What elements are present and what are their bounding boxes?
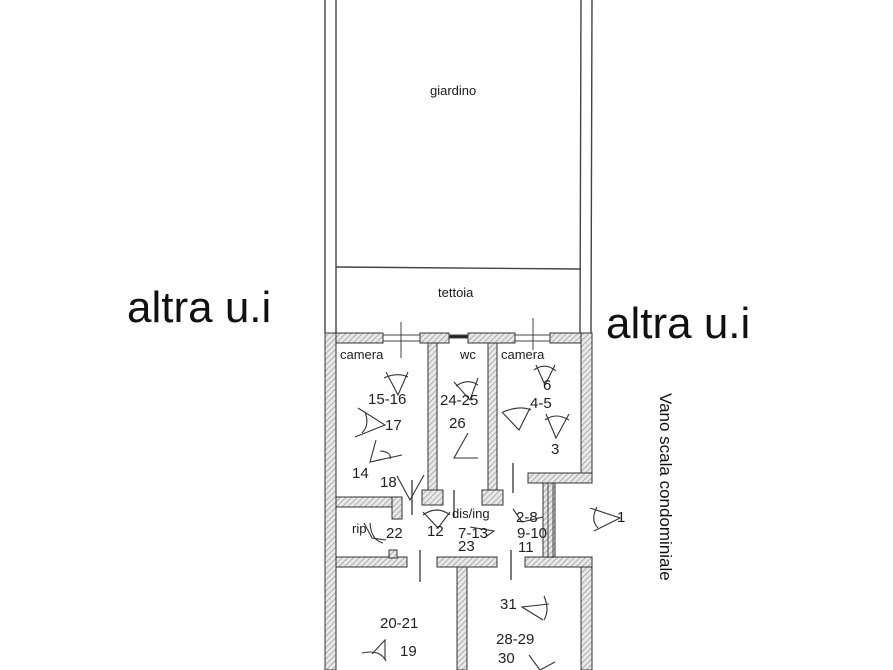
walls bbox=[324, 332, 593, 670]
photo-view-cones bbox=[354, 364, 622, 670]
room-label-giardino: giardino bbox=[430, 83, 477, 98]
photo-marker-11: 11 bbox=[518, 539, 534, 556]
photo-marker-30: 30 bbox=[498, 650, 515, 667]
photo-marker-7-13: 7-13 bbox=[458, 525, 489, 542]
room-label-dis-ing: dis/ing bbox=[452, 506, 490, 521]
photo-marker-4-5: 4-5 bbox=[530, 395, 552, 412]
room-label-wc: wc bbox=[460, 347, 476, 362]
photo-marker-17: 17 bbox=[385, 417, 402, 434]
photo-marker-24-25: 24-25 bbox=[440, 392, 479, 409]
photo-marker-3: 3 bbox=[551, 441, 560, 458]
left-neighbor-label: altra u.i bbox=[127, 283, 272, 332]
room-label-rip: rip bbox=[352, 521, 367, 536]
photo-marker-6: 6 bbox=[543, 377, 552, 394]
room-label-camera-right: camera bbox=[501, 347, 545, 362]
photo-marker-14: 14 bbox=[352, 465, 369, 482]
garden-outline bbox=[324, 0, 593, 334]
photo-marker-15-16: 15-16 bbox=[368, 391, 407, 408]
photo-marker-12: 12 bbox=[427, 523, 444, 540]
windows bbox=[383, 318, 554, 558]
photo-marker-31: 31 bbox=[500, 596, 517, 613]
photo-marker-19: 19 bbox=[400, 643, 417, 660]
photo-marker-23: 23 bbox=[458, 538, 475, 555]
door-marks bbox=[411, 463, 514, 582]
photo-marker-1: 1 bbox=[617, 509, 626, 526]
photo-marker-9-10: 9-10 bbox=[517, 525, 548, 542]
photo-marker-20-21: 20-21 bbox=[380, 615, 419, 632]
right-neighbor-label: altra u.i bbox=[606, 299, 751, 348]
room-label-tettoia: tettoia bbox=[438, 285, 474, 300]
room-label-camera-left: camera bbox=[340, 347, 384, 362]
photo-marker-26: 26 bbox=[449, 415, 466, 432]
photo-marker-28-29: 28-29 bbox=[496, 631, 535, 648]
photo-marker-22: 22 bbox=[386, 525, 403, 542]
photo-marker-2-8: 2-8 bbox=[516, 509, 538, 526]
stairwell-label: Vano scala condominiale bbox=[656, 393, 675, 581]
photo-marker-18: 18 bbox=[380, 474, 397, 491]
